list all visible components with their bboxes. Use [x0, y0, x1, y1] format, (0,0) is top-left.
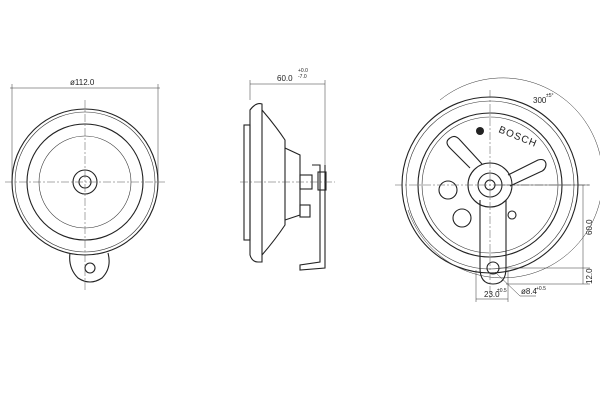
hole-offset-label: 12.0: [585, 268, 594, 284]
angle-label: 300: [533, 96, 547, 105]
hole-tol: +0.5: [536, 286, 546, 292]
height-label: 60.0: [585, 219, 594, 235]
front-view: ø112.0: [5, 78, 165, 290]
rear-view: 300 ±5° BOSCH 60.0 12.0 23.0 ±0.5 ø8.4 +…: [395, 77, 600, 302]
width-label: 23.0: [484, 290, 500, 299]
depth-tol-lower: -7.0: [298, 74, 307, 80]
width-tol: ±0.5: [497, 288, 507, 294]
angle-tol: ±5°: [546, 93, 554, 99]
depth-label: 60.0: [277, 74, 293, 83]
diameter-label: ø112.0: [70, 78, 95, 87]
brand-label: BOSCH: [497, 125, 539, 150]
depth-tol-upper: +0.0: [298, 68, 308, 74]
hole-diameter-label: ø8.4: [521, 287, 538, 296]
side-view: 60.0 +0.0 -7.0: [240, 68, 335, 271]
